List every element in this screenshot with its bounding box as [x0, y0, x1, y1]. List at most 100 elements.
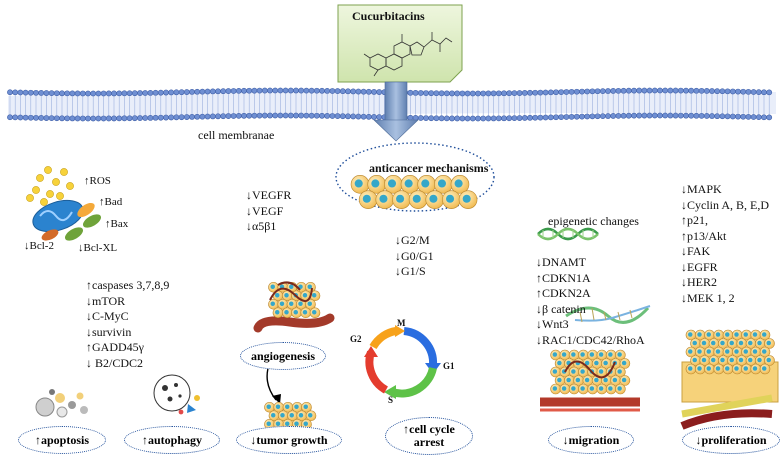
phase-m-label: M: [397, 318, 406, 328]
cell-nucleus: [766, 357, 771, 363]
ros-dot: [40, 198, 48, 206]
migration-marker-list: ↓DNAMT ↑CDKN1A ↑CDKN2A ↓β catenin ↓Wnt3 …: [536, 255, 645, 348]
cell-nucleus: [307, 301, 312, 306]
tumor-growth-oval: ↓tumor growth: [236, 426, 342, 454]
phase-g2-label: G2: [350, 334, 362, 344]
cell-nucleus: [354, 179, 363, 188]
cell-nucleus: [294, 404, 299, 409]
cell-cycle-arrest-label-line2: arrest: [413, 435, 445, 449]
list-item: ↑CDKN2A: [536, 286, 591, 300]
cell-nucleus: [275, 293, 280, 298]
molecule-structure-icon: [363, 32, 453, 77]
cell-nucleus: [766, 340, 771, 346]
cell-nucleus: [275, 404, 281, 409]
cell-nucleus: [706, 366, 711, 371]
cell-nucleus: [557, 377, 562, 383]
list-item: ↓VEGF: [246, 203, 284, 218]
cell-nucleus: [720, 357, 725, 363]
list-item: ↑CDKN1A: [536, 270, 591, 285]
cell-nucleus: [738, 357, 744, 363]
proliferation-oval: ↓proliferation: [682, 426, 780, 454]
cell-nucleus: [308, 413, 313, 418]
autophagosome-icon: [153, 374, 200, 415]
cell-nucleus: [429, 194, 438, 203]
cell-cycle-marker-list: ↓G2/M ↓G0/G1 ↓G1/S: [395, 233, 434, 280]
cell-nucleus: [603, 377, 608, 383]
list-item: ↓survivin: [86, 324, 132, 339]
membrane-label: cell membranae: [198, 128, 275, 142]
cell-nucleus: [270, 301, 275, 306]
cell-nucleus: [603, 360, 608, 366]
angiogenesis-tumor-icon: [253, 281, 335, 333]
list-item: ↓EGFR: [681, 259, 718, 274]
cell-nucleus: [762, 366, 767, 371]
cell-nucleus: [294, 421, 299, 426]
cell-nucleus: [462, 194, 471, 203]
cell-nucleus: [752, 366, 758, 371]
list-item: ↑GADD45γ: [86, 340, 144, 354]
cell-nucleus: [762, 332, 767, 337]
cell-nucleus: [701, 357, 707, 363]
list-item: ↓α5β1: [246, 219, 277, 233]
cell-nucleus: [617, 386, 622, 391]
autophagy-oval: ↑autophagy: [124, 426, 220, 454]
cell-nucleus: [589, 386, 595, 391]
bclxl-label: ↓Bcl-XL: [78, 242, 118, 254]
ros-dot: [56, 192, 64, 200]
cell-nucleus: [561, 352, 567, 357]
cell-nucleus: [280, 413, 285, 418]
cell-nucleus: [715, 366, 721, 371]
cell-nucleus: [584, 360, 590, 366]
apoptotic-cells-icon: [35, 389, 88, 418]
apoptosis-label: ↑apoptosis: [34, 432, 90, 447]
ros-dot: [46, 190, 54, 198]
bcl2-label: ↓Bcl-2: [24, 240, 54, 252]
cell-nucleus: [589, 352, 595, 357]
ros-dot: [66, 182, 74, 190]
cell-nucleus: [557, 360, 562, 366]
cell-nucleus: [412, 194, 421, 203]
list-item: ↓G2/M: [395, 233, 430, 247]
cell-nucleus: [612, 377, 618, 383]
cell-nucleus: [692, 357, 697, 363]
cell-nucleus: [284, 310, 289, 315]
cell-nucleus: [285, 421, 290, 426]
cucurbitacins-box: [337, 4, 463, 83]
cell-nucleus: [706, 332, 711, 337]
cell-nucleus: [298, 301, 303, 306]
proliferation-tissue-icon: [680, 329, 779, 430]
ros-label: ↑ROS: [84, 175, 111, 187]
cell-nucleus: [421, 179, 430, 188]
cell-nucleus: [752, 349, 758, 354]
list-item: ↓G0/G1: [395, 248, 434, 263]
cell-nucleus: [580, 386, 585, 391]
ros-dot: [32, 186, 40, 194]
bax-label: ↑Bax: [105, 218, 129, 230]
cell-nucleus: [688, 332, 693, 337]
cell-nucleus: [289, 301, 294, 306]
cell-nucleus: [697, 349, 702, 354]
cell-nucleus: [312, 310, 317, 315]
cell-nucleus: [688, 366, 693, 371]
cell-nucleus: [312, 293, 317, 298]
proliferation-marker-list: ↓MAPK ↓Cyclin A, B, E,D ↑p21, ↑p13/Akt ↓…: [681, 182, 769, 306]
cell-nucleus: [552, 386, 558, 391]
cell-nucleus: [302, 310, 308, 315]
list-item: ↓mTOR: [86, 293, 126, 308]
cell-nucleus: [743, 366, 748, 371]
cell-nucleus: [552, 369, 558, 374]
cell-nucleus: [279, 301, 285, 306]
cell-nucleus: [762, 349, 767, 354]
cell-nucleus: [743, 332, 748, 337]
cell-nucleus: [270, 284, 275, 289]
cell-nucleus: [454, 179, 463, 188]
center-label: anticancer mechanisms: [369, 161, 489, 175]
cell-nucleus: [289, 413, 294, 418]
list-item: ↓C-MyC: [86, 309, 129, 323]
cell-nucleus: [552, 352, 558, 357]
cell-nucleus: [404, 179, 413, 188]
cell-nucleus: [734, 332, 739, 337]
list-item: ↓MEK 1, 2: [681, 290, 735, 305]
cell-nucleus: [725, 332, 730, 337]
